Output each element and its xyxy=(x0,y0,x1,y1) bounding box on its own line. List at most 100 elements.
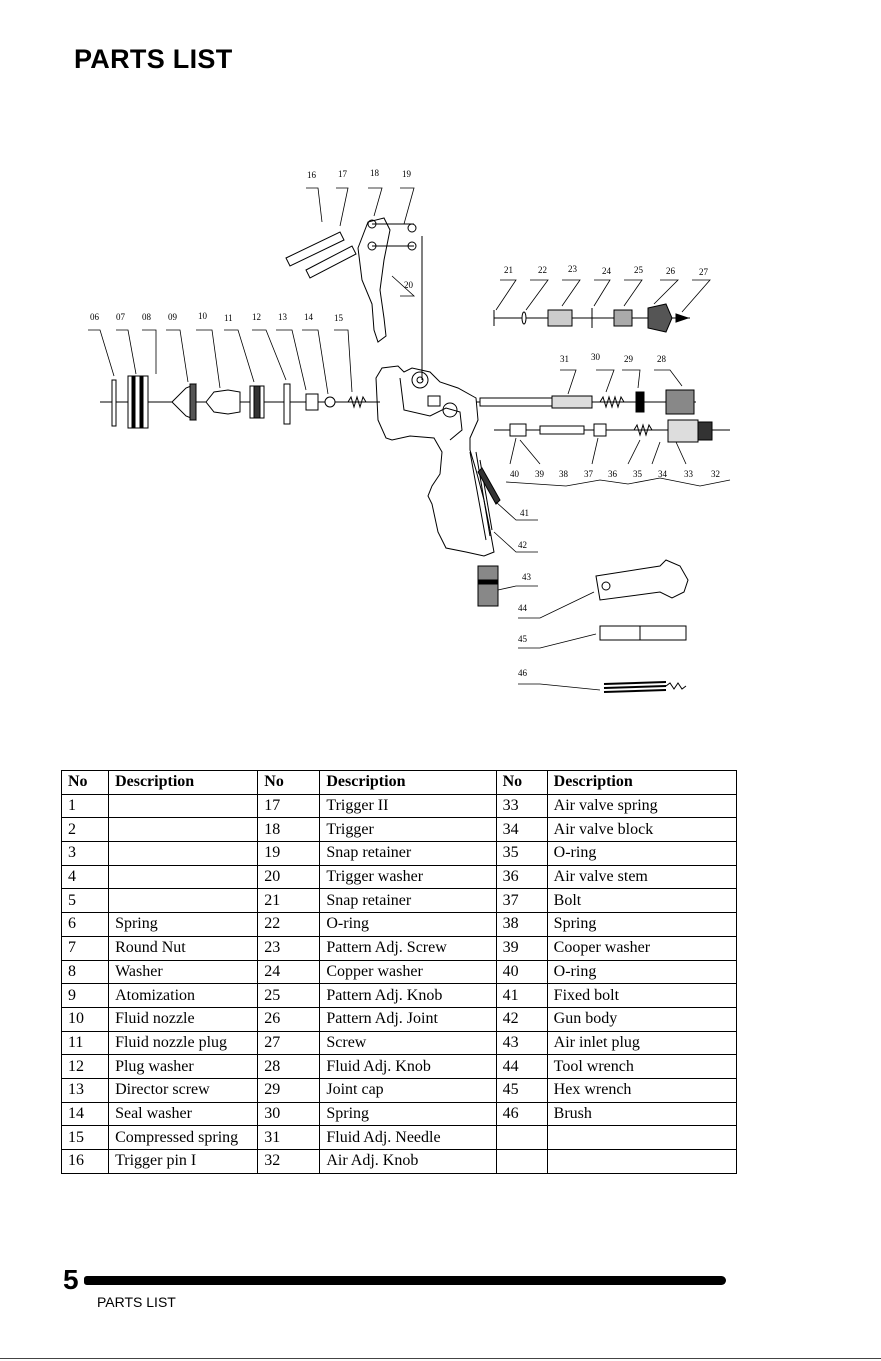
part-number: 23 xyxy=(257,935,321,961)
part-number: 39 xyxy=(495,935,548,961)
part-number: 45 xyxy=(495,1077,548,1103)
callout-36: 36 xyxy=(608,469,618,479)
callout-37: 37 xyxy=(584,469,594,479)
trigger-pin-1 xyxy=(285,231,345,267)
callout-16: 16 xyxy=(307,170,317,180)
part-description: Brush xyxy=(546,1101,738,1127)
callout-23: 23 xyxy=(568,264,578,274)
part-number: 16 xyxy=(60,1149,110,1174)
part-number: 36 xyxy=(495,864,548,890)
column-header-no: No xyxy=(60,770,110,795)
part-number: 4 xyxy=(60,864,110,890)
part-description: Plug washer xyxy=(108,1054,259,1079)
tool-wrench xyxy=(595,559,689,601)
callout-06: 06 xyxy=(90,312,100,322)
part-number xyxy=(495,1125,548,1150)
brush xyxy=(603,681,667,693)
part-description: Air valve block xyxy=(546,817,738,843)
callout-39: 39 xyxy=(535,469,545,479)
part-description: Spring xyxy=(319,1101,497,1127)
part-number: 32 xyxy=(257,1149,321,1174)
part-description xyxy=(546,1149,738,1174)
part-description: Fixed bolt xyxy=(546,983,738,1008)
callout-38: 38 xyxy=(559,469,569,479)
part-description: O-ring xyxy=(546,959,738,985)
part-number: 8 xyxy=(60,959,110,985)
part-description: Round Nut xyxy=(108,935,259,961)
part-description: Pattern Adj. Knob xyxy=(319,983,497,1008)
callout-17: 17 xyxy=(338,169,348,179)
part-number: 43 xyxy=(495,1030,548,1056)
callout-11: 11 xyxy=(224,313,233,323)
part-number: 2 xyxy=(60,817,110,843)
callout-33: 33 xyxy=(684,469,694,479)
part-description: Seal washer xyxy=(108,1101,259,1127)
part-number: 6 xyxy=(60,912,110,937)
part-description: Air Adj. Knob xyxy=(319,1149,497,1174)
part-number: 30 xyxy=(257,1101,321,1127)
part-number: 21 xyxy=(257,888,321,914)
part-number xyxy=(495,1149,548,1174)
parts-table: No Description No Description No Descrip… xyxy=(60,770,738,1174)
part-description: Tool wrench xyxy=(546,1054,738,1079)
callout-42: 42 xyxy=(518,540,527,550)
part-description: Washer xyxy=(108,959,259,985)
footer-bar xyxy=(84,1276,726,1285)
callout-41: 41 xyxy=(520,508,529,518)
part-description: Fluid Adj. Knob xyxy=(319,1054,497,1079)
callout-15: 15 xyxy=(334,313,344,323)
part-number: 9 xyxy=(60,983,110,1008)
part-number: 27 xyxy=(257,1030,321,1056)
part-description xyxy=(546,1125,738,1150)
part-number: 15 xyxy=(60,1125,110,1150)
callout-32: 32 xyxy=(711,469,720,479)
gun-body-outline xyxy=(375,365,495,557)
part-description: Trigger pin I xyxy=(108,1149,259,1174)
part-number: 25 xyxy=(257,983,321,1008)
callout-24: 24 xyxy=(602,266,612,276)
exploded-view-diagram: 06 07 08 09 10 11 12 13 14 15 16 17 18 1… xyxy=(88,168,731,693)
part-description: Pattern Adj. Joint xyxy=(319,1006,497,1032)
callout-27: 27 xyxy=(699,267,709,277)
part-number: 22 xyxy=(257,912,321,937)
callout-31: 31 xyxy=(560,354,569,364)
footer-section-label: PARTS LIST xyxy=(97,1294,176,1310)
part-number: 41 xyxy=(495,983,548,1008)
part-number: 35 xyxy=(495,841,548,866)
callout-30: 30 xyxy=(591,352,601,362)
part-description: O-ring xyxy=(319,912,497,937)
callout-26: 26 xyxy=(666,266,676,276)
callout-25: 25 xyxy=(634,265,644,275)
callout-19: 19 xyxy=(402,169,412,179)
part-number: 44 xyxy=(495,1054,548,1079)
part-number: 3 xyxy=(60,841,110,866)
part-description: Air valve stem xyxy=(546,864,738,890)
part-description: Atomization xyxy=(108,983,259,1008)
table-header-row: No Description No Description No Descrip… xyxy=(60,770,738,795)
part-number: 24 xyxy=(257,959,321,985)
part-description: Trigger washer xyxy=(319,864,497,890)
part-description: Gun body xyxy=(546,1006,738,1032)
callout-45: 45 xyxy=(518,634,528,644)
column-header-description: Description xyxy=(108,770,259,795)
part-description: Trigger II xyxy=(319,793,497,819)
callout-20: 20 xyxy=(404,280,414,290)
trigger-outline xyxy=(357,217,391,343)
callout-18: 18 xyxy=(370,168,380,178)
callout-44: 44 xyxy=(518,603,528,613)
part-description: Trigger xyxy=(319,817,497,843)
callout-12: 12 xyxy=(252,312,261,322)
callout-07: 07 xyxy=(116,312,126,322)
